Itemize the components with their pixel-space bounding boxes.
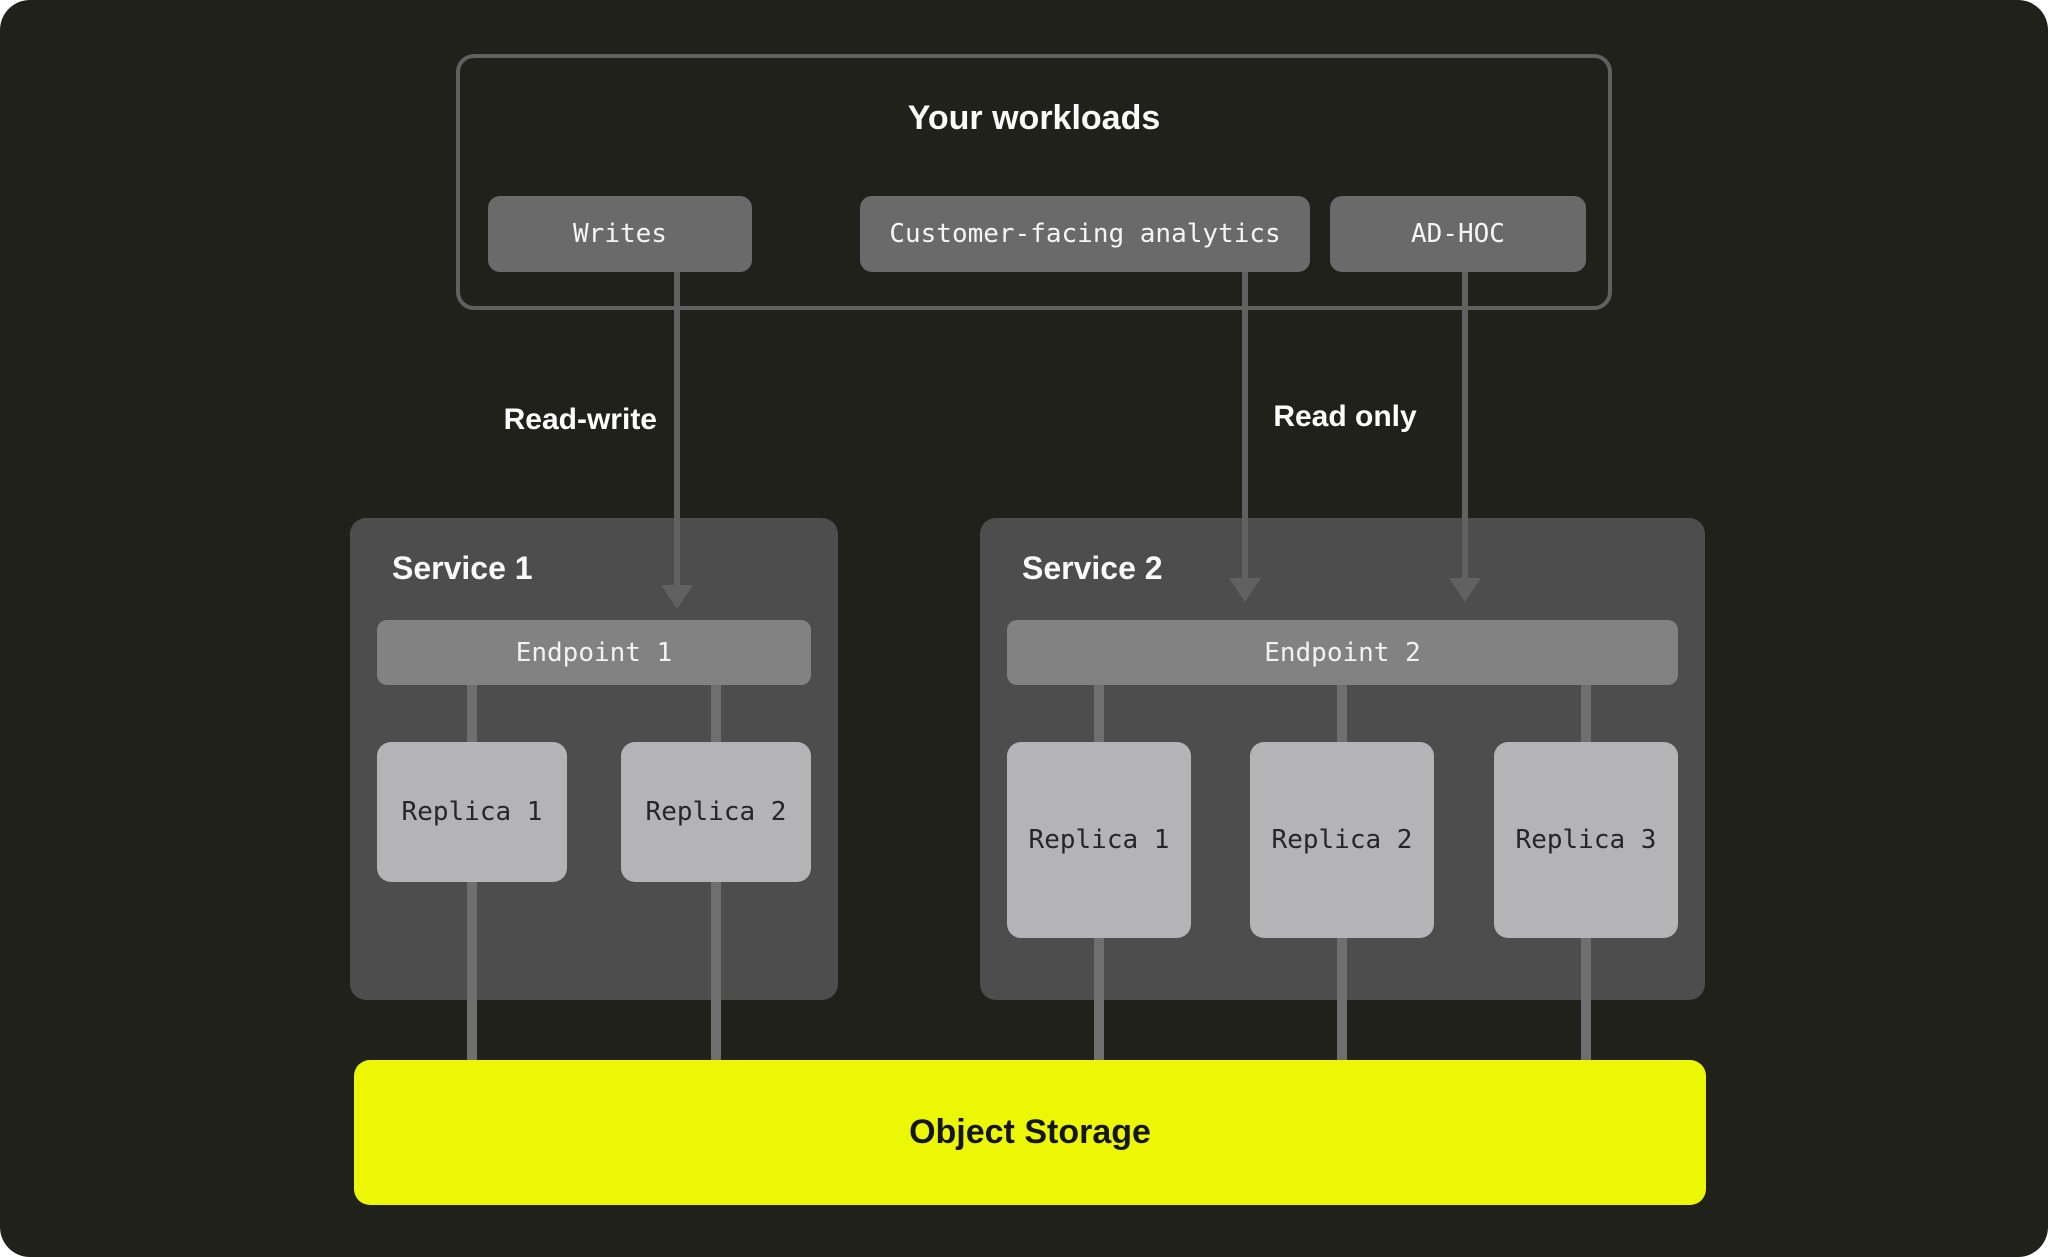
- arrow-analytics-to-endpoint2-line: [1242, 272, 1248, 578]
- service-2-endpoint: Endpoint 2: [1007, 620, 1678, 685]
- service-2-replica-2: Replica 2: [1250, 742, 1434, 938]
- arrow-analytics-to-endpoint2-head-icon: [1229, 578, 1261, 602]
- service-2-replica-1: Replica 1: [1007, 742, 1191, 938]
- workload-chip-ad-hoc: AD-HOC: [1330, 196, 1586, 272]
- workload-chip-writes: Writes: [488, 196, 752, 272]
- service-1-replica-2: Replica 2: [621, 742, 811, 882]
- read-only-label: Read only: [1273, 400, 1417, 433]
- workload-chip-customer-facing-analytics: Customer-facing analytics: [860, 196, 1310, 272]
- arrow-writes-to-endpoint1-head-icon: [661, 585, 693, 609]
- service-1-endpoint: Endpoint 1: [377, 620, 811, 685]
- arrow-adhoc-to-endpoint2-line: [1462, 272, 1468, 578]
- service-1-title: Service 1: [392, 550, 533, 586]
- read-write-label: Read-write: [503, 403, 657, 436]
- workloads-title: Your workloads: [907, 99, 1161, 137]
- service-2-replica-3: Replica 3: [1494, 742, 1678, 938]
- arrow-adhoc-to-endpoint2-head-icon: [1449, 578, 1481, 602]
- workloads-group-box: [456, 54, 1612, 310]
- arrow-writes-to-endpoint1-line: [674, 272, 680, 585]
- service-2-title: Service 2: [1022, 550, 1163, 586]
- service-1-replica-1: Replica 1: [377, 742, 567, 882]
- object-storage-bar: Object Storage: [354, 1060, 1706, 1205]
